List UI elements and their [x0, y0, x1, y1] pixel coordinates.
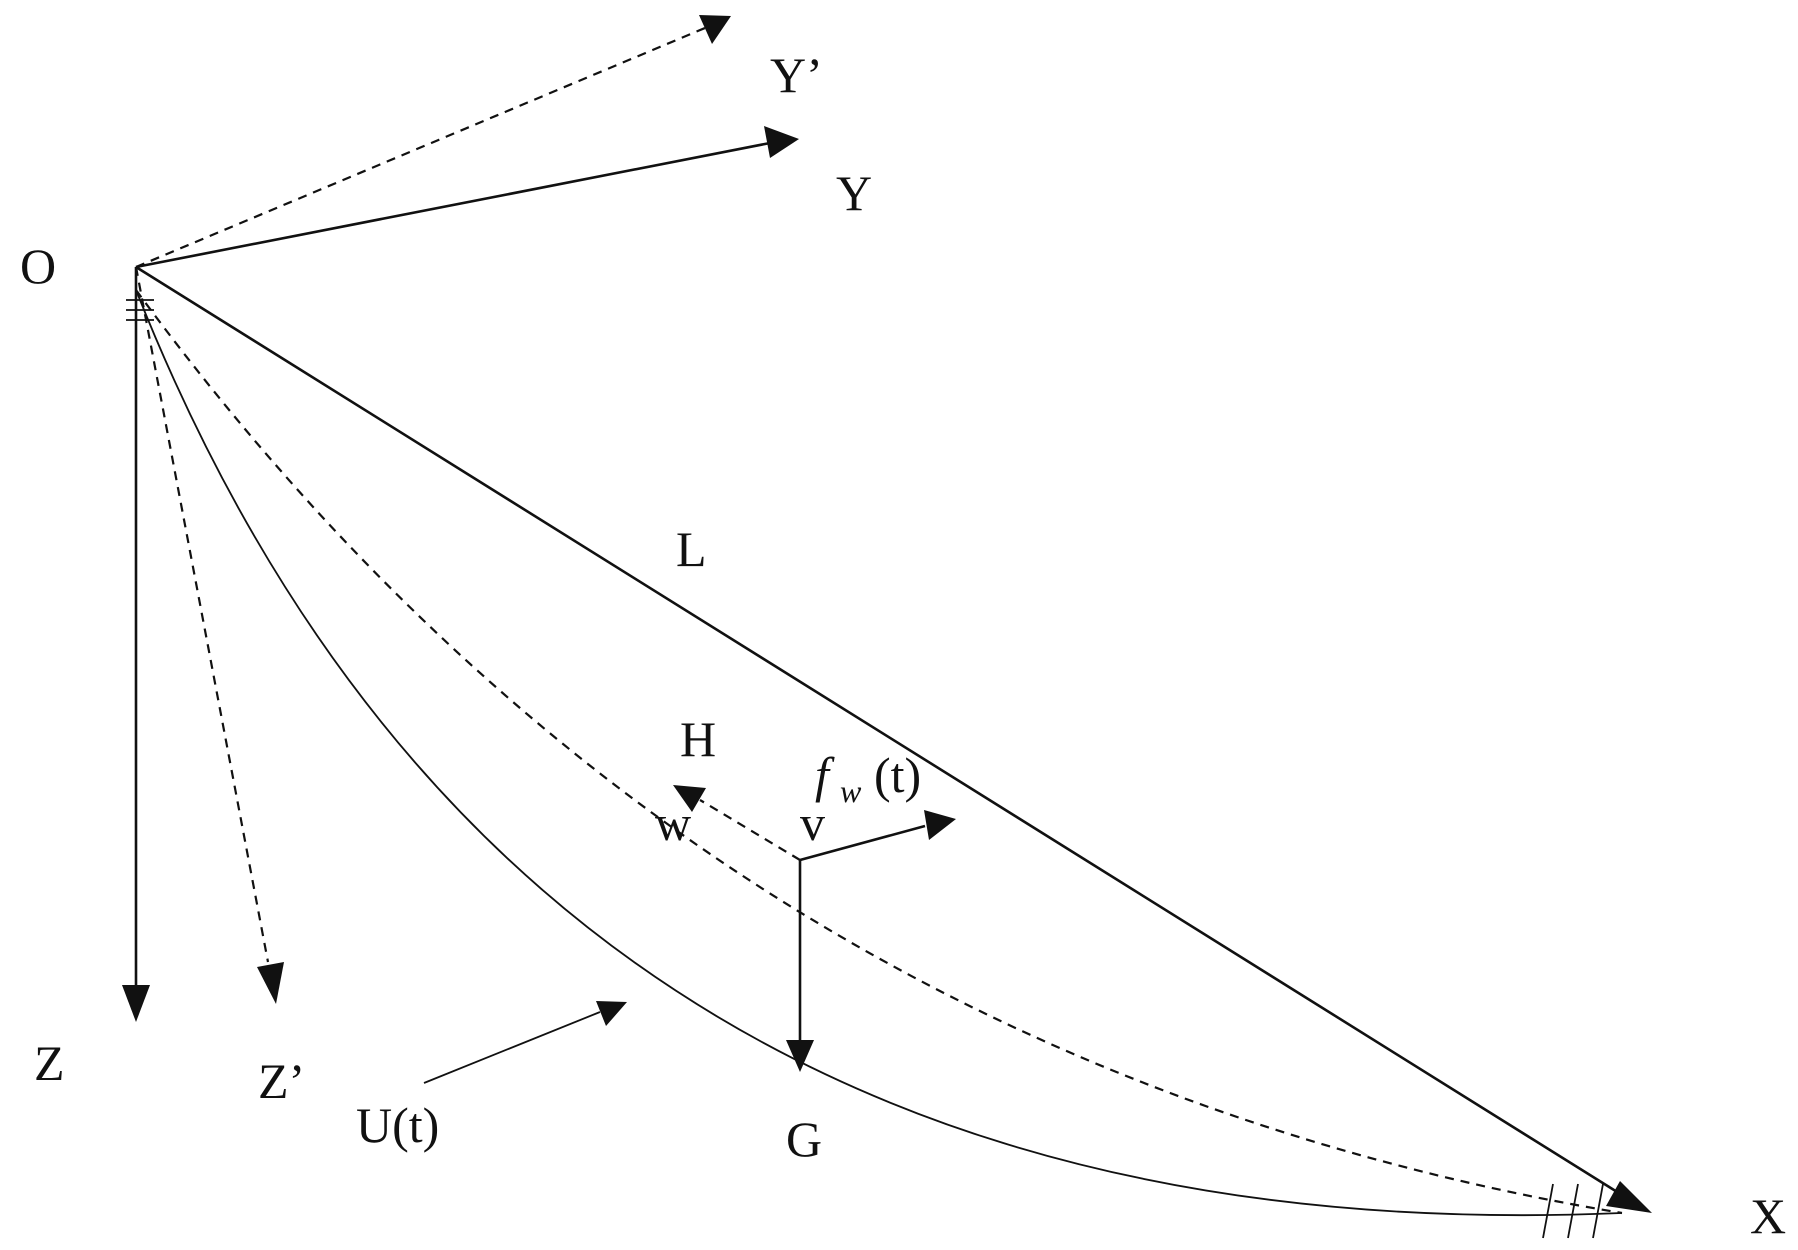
label-force-g: G — [786, 1111, 822, 1167]
label-disp-w: w — [655, 795, 691, 851]
chord-line — [135, 265, 1652, 1213]
label-y-axis: Y — [836, 165, 872, 221]
z-prime-axis — [134, 266, 284, 1004]
force-h-arrow — [673, 785, 801, 861]
force-v-arrow — [799, 810, 956, 862]
wind-arrow — [423, 1001, 627, 1084]
force-g-arrow — [786, 860, 814, 1072]
y-prime-axis — [135, 15, 731, 269]
support-hatch-end — [1542, 1183, 1604, 1239]
y-axis — [135, 126, 799, 269]
label-chord-length: L — [676, 521, 707, 577]
label-z-axis: Z — [34, 1035, 65, 1091]
label-wind-force-arg: (t) — [874, 747, 921, 803]
label-disp-v: v — [800, 795, 825, 851]
label-force-h: H — [680, 711, 716, 767]
z-axis — [122, 267, 150, 1022]
label-z-prime-axis: Z’ — [258, 1053, 305, 1109]
label-wind-force-f: f — [815, 747, 835, 803]
label-x-axis: X — [1750, 1188, 1786, 1244]
label-wind-force: f w (t) — [815, 747, 921, 809]
label-origin: O — [20, 238, 56, 294]
cable-curve-dashed — [135, 289, 1623, 1215]
cable-curve-solid — [135, 289, 1623, 1217]
label-wind-speed: U(t) — [356, 1097, 439, 1153]
support-hatch-origin — [126, 299, 154, 321]
label-wind-force-sub: w — [840, 773, 862, 809]
label-y-prime-axis: Y’ — [770, 47, 823, 103]
